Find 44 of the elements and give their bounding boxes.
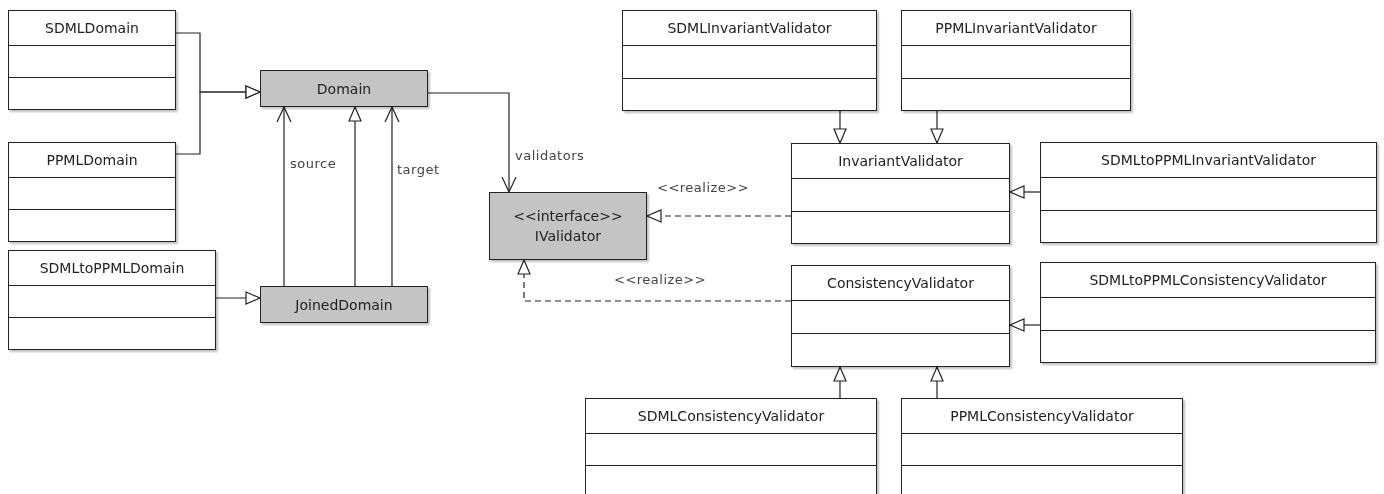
class-box — [8, 250, 216, 350]
class-box — [622, 10, 877, 111]
class-name: InvariantValidator — [838, 152, 963, 171]
generalization-arrow — [175, 85, 261, 155]
class-name: SDMLConsistencyValidator — [637, 407, 825, 426]
class-name: SDMLtoPPMLDomain — [39, 259, 185, 278]
class-box — [489, 192, 647, 260]
generalization-arrow — [348, 106, 362, 287]
generalization-arrow — [833, 110, 847, 144]
class-box — [8, 142, 176, 242]
class-name: PPMLDomain — [46, 151, 138, 170]
class-box — [791, 143, 1010, 244]
generalization-arrow — [1009, 185, 1041, 199]
class-box — [1040, 262, 1376, 363]
class-box — [901, 10, 1131, 111]
realization-arrow — [646, 209, 792, 223]
class-box — [1040, 142, 1377, 243]
stereotype-label: <<interface>> — [513, 207, 623, 226]
association-arrow — [276, 106, 292, 287]
class-name: IValidator — [534, 227, 602, 246]
class-box — [260, 70, 428, 107]
class-name: PPMLConsistencyValidator — [950, 407, 1134, 426]
association-arrow — [384, 106, 400, 287]
generalization-arrow — [930, 366, 944, 399]
class-name: SDMLtoPPMLConsistencyValidator — [1089, 271, 1327, 290]
class-box — [585, 398, 877, 494]
generalization-arrow — [833, 366, 847, 399]
class-name: SDMLDomain — [45, 19, 139, 38]
class-name: ConsistencyValidator — [827, 274, 974, 293]
generalization-arrow — [215, 291, 261, 305]
class-name: PPMLInvariantValidator — [935, 19, 1097, 38]
edge-label: target — [395, 162, 442, 178]
class-box — [791, 265, 1010, 367]
generalization-arrow — [930, 110, 944, 144]
class-name: SDMLInvariantValidator — [667, 19, 832, 38]
class-name: Domain — [316, 79, 372, 99]
class-box — [901, 398, 1183, 494]
generalization-arrow — [1009, 318, 1041, 332]
class-box — [260, 286, 428, 323]
class-name: JoinedDomain — [295, 295, 393, 315]
class-box — [8, 10, 176, 110]
realization-arrow — [517, 259, 792, 302]
class-name: SDMLtoPPMLInvariantValidator — [1101, 151, 1316, 170]
association-arrow — [427, 92, 517, 193]
